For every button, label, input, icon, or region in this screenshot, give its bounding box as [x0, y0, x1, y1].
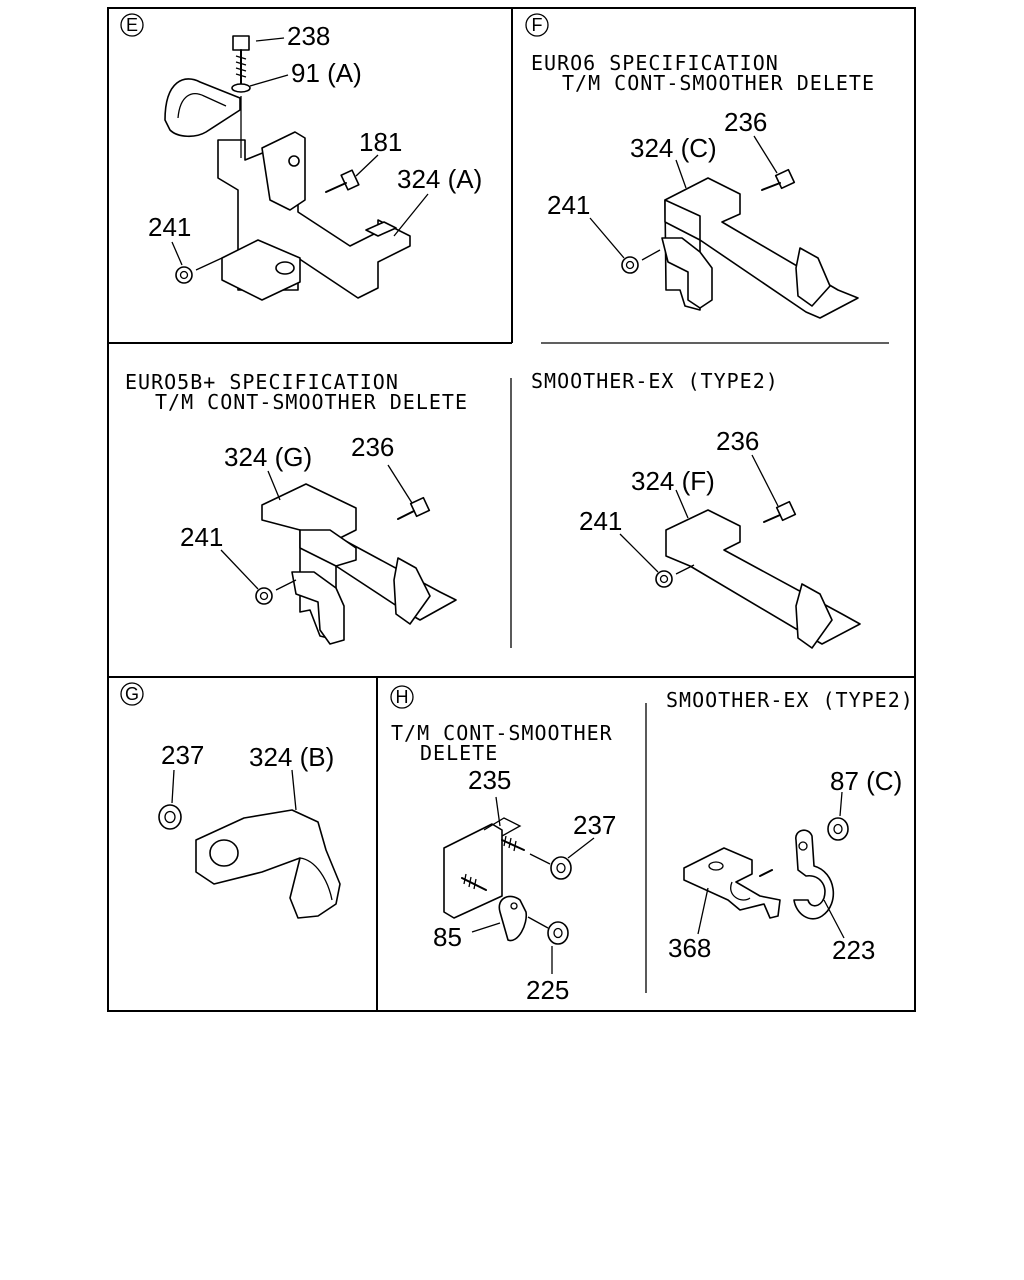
callout-181: 181	[359, 127, 402, 157]
panel-euro5: EURO5B+ SPECIFICATION T/M CONT-SMOOTHER …	[125, 370, 468, 645]
diagram-frame	[107, 7, 916, 1012]
callout-241: 241	[148, 212, 191, 242]
callout-236: 236	[724, 107, 767, 137]
panel-f-caption-1: EURO6 SPECIFICATION	[531, 51, 779, 75]
bolt-181	[325, 169, 360, 193]
panel-h-caption-2: DELETE	[420, 741, 498, 765]
bracket-324f	[665, 509, 861, 645]
nut-241	[255, 587, 273, 605]
callout-324c: 324 (C)	[630, 133, 717, 163]
clip-85	[498, 895, 528, 942]
nut-241	[621, 256, 639, 274]
panel-h-marker: H	[390, 685, 414, 709]
panel-smoother-1-caption: SMOOTHER-EX (TYPE2)	[531, 369, 779, 393]
plate-235	[443, 823, 503, 919]
callout-225: 225	[526, 975, 569, 1005]
callout-237: 237	[161, 740, 204, 770]
panel-euro5-caption-2: T/M CONT-SMOOTHER DELETE	[155, 390, 468, 414]
callout-237: 237	[573, 810, 616, 840]
callout-236: 236	[716, 426, 759, 456]
callout-324a: 324 (A)	[397, 164, 482, 194]
panel-h: H T/M CONT-SMOOTHER DELETE 235 237 85	[390, 685, 616, 1005]
callout-368: 368	[668, 933, 711, 963]
callout-87c: 87 (C)	[830, 766, 902, 796]
nut-225	[547, 921, 569, 945]
callout-236: 236	[351, 432, 394, 462]
svg-text:G: G	[125, 684, 139, 704]
panel-euro5-caption-1: EURO5B+ SPECIFICATION	[125, 370, 399, 394]
nut-87c	[827, 817, 849, 841]
panel-f-marker: F	[525, 13, 549, 37]
svg-text:H: H	[396, 687, 409, 707]
bolt-236	[397, 496, 431, 520]
panel-h-caption-1: T/M CONT-SMOOTHER	[391, 721, 613, 745]
panel-e-marker: E	[120, 13, 144, 37]
bracket-324b	[195, 809, 341, 919]
callout-241: 241	[180, 522, 223, 552]
panel-f: F EURO6 SPECIFICATION T/M CONT-SMOOTHER …	[525, 13, 875, 319]
bolt-238	[232, 35, 250, 85]
nut-241	[655, 570, 673, 588]
callout-324g: 324 (G)	[224, 442, 312, 472]
panel-g: G 237 324 (B)	[120, 682, 341, 919]
callout-241: 241	[579, 506, 622, 536]
clamp-223	[793, 829, 835, 920]
stud	[461, 835, 525, 891]
panel-smoother-2-caption: SMOOTHER-EX (TYPE2)	[666, 688, 914, 712]
panel-e: E	[120, 13, 482, 301]
nut-237	[550, 856, 572, 880]
callout-223: 223	[832, 935, 875, 965]
callout-238: 238	[287, 21, 330, 51]
callout-324f: 324 (F)	[631, 466, 715, 496]
callout-85: 85	[433, 922, 462, 952]
callout-235: 235	[468, 765, 511, 795]
callout-91a: 91 (A)	[291, 58, 362, 88]
panel-g-marker: G	[120, 682, 144, 706]
bolt-236	[761, 168, 796, 191]
nut-237	[158, 804, 182, 830]
callout-324b: 324 (B)	[249, 742, 334, 772]
svg-text:F: F	[532, 15, 543, 35]
nut-241	[175, 266, 193, 284]
clip-91a	[164, 78, 241, 138]
bolt-236	[763, 500, 797, 523]
svg-text:E: E	[126, 15, 138, 35]
panel-smoother-1: SMOOTHER-EX (TYPE2) 236 324 (F) 241	[531, 369, 861, 649]
panel-smoother-2: SMOOTHER-EX (TYPE2) 87 (C) 368 223	[666, 688, 914, 965]
panel-f-caption-2: T/M CONT-SMOOTHER DELETE	[562, 71, 875, 95]
callout-241: 241	[547, 190, 590, 220]
